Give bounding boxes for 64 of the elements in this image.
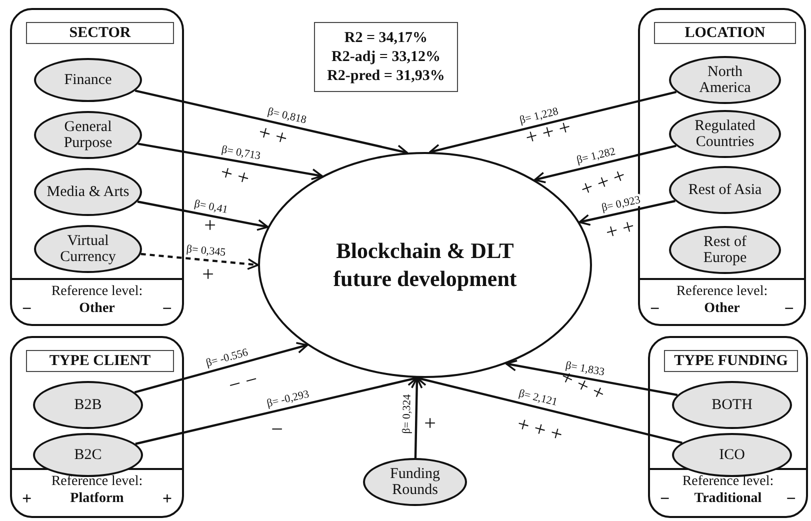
factor-group-panel bbox=[10, 336, 184, 518]
edge-label: β= 0,923 bbox=[599, 194, 642, 214]
fit-statistic: R2-adj = 33,12% bbox=[332, 48, 440, 66]
reference-label: Reference level: bbox=[676, 283, 768, 300]
factor-group-panel bbox=[10, 8, 184, 326]
arrow bbox=[410, 376, 423, 458]
reference-value: Other bbox=[79, 300, 115, 317]
node-label: North America bbox=[698, 64, 752, 96]
group-header: SECTOR bbox=[26, 22, 174, 44]
sign-symbol: − bbox=[660, 490, 670, 507]
node-label: Media & Arts bbox=[46, 184, 130, 200]
node-label: ICO bbox=[719, 447, 745, 463]
edge-label: β= 0,324 bbox=[400, 392, 414, 435]
arrow bbox=[138, 142, 323, 180]
factor-group-panel bbox=[648, 336, 808, 518]
edge-label: β= -0.556 bbox=[204, 346, 250, 370]
edge-label: β= -0,293 bbox=[265, 388, 312, 410]
reference-label: Reference level: bbox=[51, 283, 143, 300]
node-label: Rest of Asia bbox=[688, 182, 762, 198]
reference-label: Reference level: bbox=[682, 473, 774, 490]
arrow bbox=[578, 200, 676, 226]
sign-symbol: + bbox=[22, 490, 32, 507]
sign-symbol: − bbox=[784, 300, 794, 317]
significance-sign: + bbox=[424, 413, 436, 433]
fit-statistic: R2 = 34,17% bbox=[344, 28, 428, 48]
group-header: LOCATION bbox=[654, 22, 796, 44]
node-label: BOTH bbox=[712, 397, 752, 413]
significance-sign: + + bbox=[603, 216, 637, 242]
sign-symbol: + bbox=[162, 490, 172, 507]
node-label: Rest of Europe bbox=[702, 234, 748, 266]
node-label: B2C bbox=[74, 447, 102, 463]
statistics-box bbox=[314, 22, 458, 92]
sign-symbol: − bbox=[22, 300, 32, 317]
fit-statistic: R2-pred = 31,93% bbox=[327, 66, 445, 86]
significance-sign: − bbox=[271, 419, 283, 439]
reference-label: Reference level: bbox=[51, 473, 143, 490]
arrow bbox=[140, 252, 259, 270]
arrow bbox=[137, 200, 269, 231]
arrow bbox=[534, 144, 676, 184]
node-label: Regulated Countries bbox=[694, 118, 756, 150]
sign-symbol: − bbox=[162, 300, 172, 317]
arrow bbox=[505, 360, 678, 396]
significance-sign: + bbox=[204, 215, 216, 235]
node-label: B2B bbox=[74, 397, 102, 413]
arrow bbox=[134, 342, 308, 394]
group-header: TYPE CLIENT bbox=[26, 350, 174, 372]
reference-value: Other bbox=[704, 300, 740, 317]
node-label: Virtual Currency bbox=[59, 233, 117, 265]
node-label: Finance bbox=[64, 72, 112, 88]
group-header: TYPE FUNDING bbox=[664, 350, 798, 372]
reference-value: Platform bbox=[70, 490, 124, 507]
sign-symbol: − bbox=[650, 300, 660, 317]
significance-sign: + bbox=[202, 264, 214, 284]
significance-sign: + + bbox=[218, 162, 252, 188]
edge-label: β= 0,345 bbox=[184, 243, 228, 259]
edge-label: β= 1,228 bbox=[517, 106, 560, 127]
reference-value: Traditional bbox=[694, 490, 762, 507]
node-label: General Purpose bbox=[62, 119, 114, 151]
node-label: Funding Rounds bbox=[388, 466, 441, 498]
sign-symbol: − bbox=[786, 490, 796, 507]
significance-sign: + + + bbox=[515, 413, 565, 445]
significance-sign: − − bbox=[226, 368, 260, 396]
node-label: Blockchain & DLT future development bbox=[332, 237, 518, 293]
factor-group-panel bbox=[638, 8, 806, 326]
